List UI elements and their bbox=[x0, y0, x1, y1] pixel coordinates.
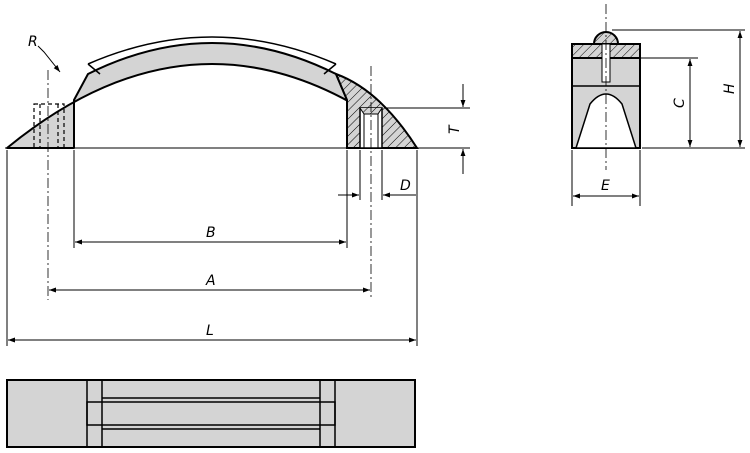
label-c: C bbox=[672, 98, 688, 108]
label-d: D bbox=[400, 178, 411, 194]
grip-groove bbox=[87, 36, 337, 65]
label-a: A bbox=[205, 273, 216, 289]
grip-groove-right bbox=[323, 63, 337, 75]
dimensions-side bbox=[571, 29, 745, 206]
side-top-bump bbox=[592, 31, 620, 45]
top-center-bar bbox=[86, 401, 336, 426]
label-r: R bbox=[28, 34, 38, 50]
label-t: T bbox=[447, 124, 463, 134]
label-e: E bbox=[601, 178, 610, 194]
label-b: B bbox=[206, 225, 216, 241]
label-l: L bbox=[206, 323, 214, 339]
side-view bbox=[571, 4, 641, 170]
left-hidden-thread bbox=[33, 103, 65, 149]
top-view bbox=[6, 379, 416, 448]
label-h: H bbox=[722, 83, 738, 94]
dimensions-front bbox=[6, 45, 470, 346]
grip-groove-left bbox=[87, 63, 101, 75]
front-view bbox=[5, 36, 420, 300]
top-outline bbox=[6, 379, 416, 448]
dim-r-leader bbox=[37, 45, 61, 73]
